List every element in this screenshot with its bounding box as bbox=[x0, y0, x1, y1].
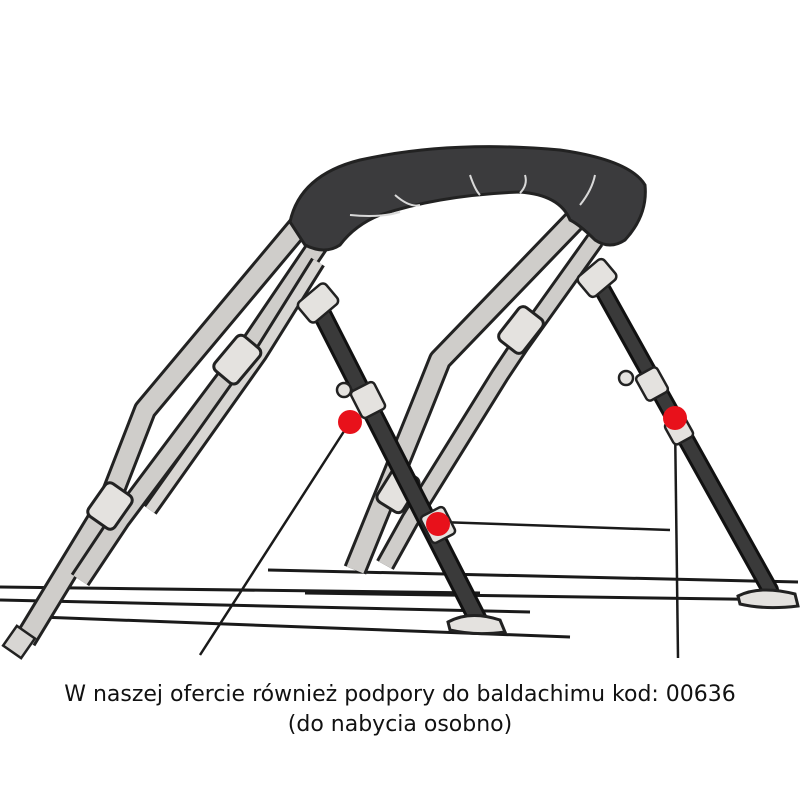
deck-line bbox=[267, 568, 799, 584]
leader-line bbox=[673, 419, 680, 659]
rear-frame bbox=[1, 217, 328, 660]
front-frame bbox=[343, 211, 604, 575]
tube-end-cap bbox=[1, 624, 37, 660]
deck-line bbox=[0, 585, 481, 595]
strut-sleeve bbox=[349, 380, 387, 420]
tube-clamp bbox=[86, 333, 263, 531]
bimini-top-diagram bbox=[0, 145, 800, 660]
strut-right-upper-marker bbox=[663, 406, 687, 430]
deck-mount bbox=[446, 588, 800, 636]
support-struts bbox=[296, 257, 800, 636]
deck-lines bbox=[0, 568, 799, 639]
front-frame-tube-outer bbox=[343, 211, 584, 575]
deck-line bbox=[0, 598, 531, 614]
strut-left-upper-marker bbox=[338, 410, 362, 434]
deck-line bbox=[304, 591, 796, 602]
caption-line-2: (do nabycia osobno) bbox=[287, 712, 513, 737]
strut-left-lower-marker bbox=[426, 512, 450, 536]
canopy-cover bbox=[288, 145, 647, 252]
leader-line bbox=[198, 421, 352, 656]
markers bbox=[338, 406, 687, 536]
leader-lines bbox=[198, 419, 680, 659]
wing-nut bbox=[335, 369, 635, 399]
leader-line bbox=[439, 520, 671, 532]
strut-sleeve bbox=[576, 257, 618, 299]
caption-line-1: W naszej ofercie również podpory do bald… bbox=[64, 682, 736, 707]
caption: W naszej ofercie również podpory do bald… bbox=[0, 680, 800, 740]
strut-sleeve bbox=[634, 366, 670, 402]
canopy bbox=[288, 145, 647, 252]
strut-sleeve bbox=[296, 282, 340, 324]
